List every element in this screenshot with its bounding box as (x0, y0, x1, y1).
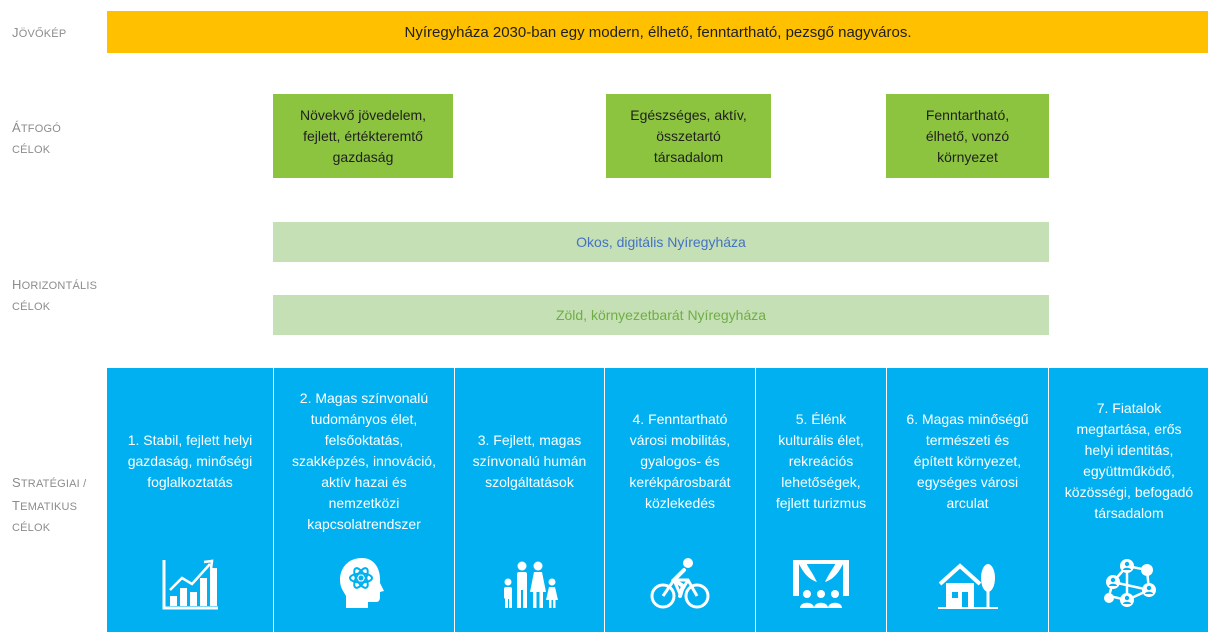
horizontal-goal-digital: Okos, digitális Nyíregyháza (273, 222, 1049, 262)
vision-banner: Nyíregyháza 2030-ban egy modern, élhető,… (107, 11, 1208, 53)
horizontal-goal-green-text: Zöld, környezetbarát Nyíregyháza (555, 307, 767, 323)
row-label-overarching: ÁTFOGÓ CÉLOK (12, 120, 61, 156)
strategic-goal-3: 3. Fejlett, magas színvonalú humán szolg… (455, 368, 604, 632)
strategic-goal-6: 6. Magas minőségű természeti és épített … (887, 368, 1048, 632)
row-label-strategic: STRATÉGIAI / TEMATIKUS CÉLOK (12, 475, 87, 534)
community-network-icon (1104, 559, 1156, 607)
strategic-goal-7: 7. Fiatalok megtartása, erős helyi ident… (1049, 368, 1208, 632)
horizontal-goal-green: Zöld, környezetbarát Nyíregyháza (273, 295, 1049, 335)
house-tree-icon (937, 563, 998, 609)
strategic-goal-4: 4. Fenntartható városi mobilitás, gyalog… (605, 368, 755, 632)
overarching-goal-economy: Növekvő jövedelem, fejlett, értékteremtő… (273, 94, 453, 178)
science-head-icon (340, 558, 384, 608)
growth-chart-icon (162, 559, 218, 610)
family-icon (503, 561, 558, 608)
row-label-vision: JÖVŐKÉP (12, 25, 67, 40)
strategic-goals: 1. Stabil, fejlett helyi gazdaság, minős… (107, 368, 1208, 632)
vision-text: Nyíregyháza 2030-ban egy modern, élhető,… (404, 23, 912, 41)
strategic-goal-5: 5. Élénk kulturális élet, rekreációs leh… (756, 368, 886, 632)
strategic-goal-2: 2. Magas színvonalú tudományos élet, fel… (274, 368, 454, 632)
horizontal-goal-digital-text: Okos, digitális Nyíregyháza (576, 234, 746, 250)
cyclist-icon (650, 558, 710, 609)
strategic-goal-1: 1. Stabil, fejlett helyi gazdaság, minős… (107, 368, 273, 632)
theater-stage-icon (793, 560, 849, 608)
overarching-goal-society: Egészséges, aktív, összetartó társadalom (606, 94, 771, 178)
overarching-goal-environment: Fenntartható, élhető, vonzó környezet (886, 94, 1049, 178)
row-label-horizontal: HORIZONTÁLIS CÉLOK (12, 277, 98, 313)
